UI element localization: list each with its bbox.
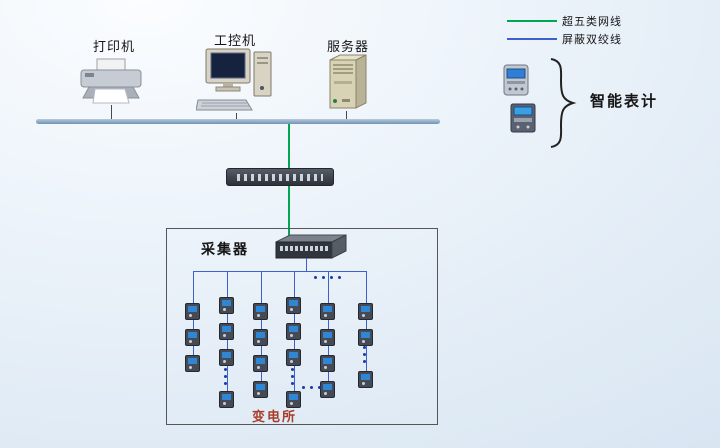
ethernet-bus [36,119,440,124]
stp-wire-collector-drop [306,258,307,271]
meter-icon [253,355,268,372]
meter-icon [358,303,373,320]
meter-icon [286,349,301,366]
switch-ports [237,174,323,181]
ellipsis-dots-column-2 [224,368,227,385]
meter-icon [320,381,335,398]
server-label: 服务器 [327,40,370,55]
printer-label: 打印机 [93,40,136,55]
meter-icon [253,381,268,398]
legend-cat5e-label: 超五类网线 [562,15,622,28]
substation-box [166,228,438,425]
meter-icon [253,303,268,320]
ellipsis-dots-column-6 [363,346,366,363]
meter-icon [219,391,234,408]
industrial-computer-label: 工控机 [214,34,257,49]
meter-icon [185,303,200,320]
ellipsis-dots-row [302,386,321,389]
ellipsis-dots-column-4 [291,368,294,385]
substation-label: 变电所 [252,410,298,425]
cat5e-wire-bus-to-switch [288,124,290,168]
smart-meter-label: 智能表计 [590,92,659,110]
meter-icon [320,303,335,320]
server-icon [322,54,372,112]
printer-icon [80,58,142,106]
cat5e-wire-switch-to-collector [288,186,290,236]
server-drop-wire [346,111,347,120]
stp-wire-column-6 [366,271,367,380]
meter-icon [286,323,301,340]
legend-cat5e-line [507,20,557,22]
meter-icon [185,355,200,372]
meter-icon [320,355,335,372]
meter-icon [286,391,301,408]
brace-icon [546,57,580,149]
meter-icon [286,297,301,314]
meter-icon [219,297,234,314]
legend-stp-label: 屏蔽双绞线 [562,33,622,46]
meter-icon [320,329,335,346]
industrial-computer-drop-wire [236,113,237,120]
switch-icon [226,168,334,186]
smart-meter-icon-2 [510,103,536,133]
meter-icon [358,371,373,388]
meter-icon [253,329,268,346]
meter-icon [185,329,200,346]
meter-icon [219,323,234,340]
printer-drop-wire [111,105,112,120]
industrial-computer-icon [196,48,274,114]
meter-icon [358,329,373,346]
meter-icon [219,349,234,366]
collector-label: 采集器 [201,242,249,258]
collector-icon [266,233,348,263]
ellipsis-dots-ports [314,276,341,279]
smart-meter-icon-1 [503,64,529,96]
legend-stp-line [507,38,557,40]
stp-wire-manifold [193,271,367,272]
